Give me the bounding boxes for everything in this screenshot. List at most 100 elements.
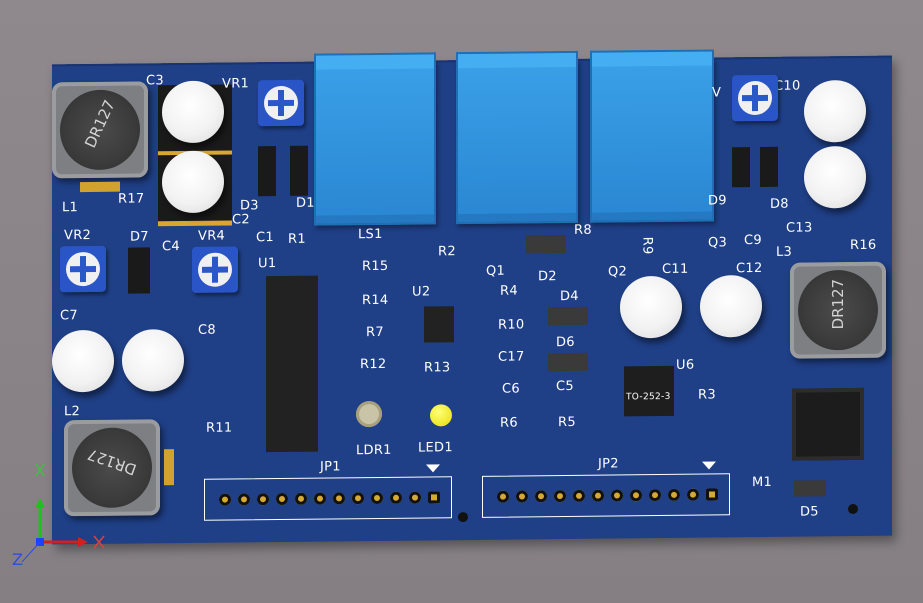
label-l1: L1 (62, 200, 79, 216)
label-l3: L3 (776, 244, 793, 260)
label-d6: D6 (556, 334, 575, 351)
diode-d2[interactable] (526, 235, 566, 254)
label-r14: R14 (362, 292, 389, 309)
diode-d6[interactable] (548, 352, 588, 372)
axis-z-label: Z (12, 550, 23, 569)
label-vr3-v: V (712, 85, 722, 101)
label-d3: D3 (240, 198, 259, 214)
mounting-hole-1 (458, 512, 468, 523)
axes-gizmo-svg (21, 463, 105, 563)
ic-u2[interactable] (424, 306, 454, 343)
label-r15: R15 (362, 258, 389, 275)
label-d4: D4 (560, 288, 579, 305)
label-d7: D7 (130, 229, 149, 245)
inductor-l3-marking: DR127 (829, 278, 847, 330)
diode-d3[interactable] (258, 146, 276, 197)
diode-d5[interactable] (794, 480, 826, 497)
label-c7: C7 (60, 308, 78, 324)
label-r16: R16 (850, 237, 877, 254)
diode-d7[interactable] (128, 247, 150, 294)
label-r4: R4 (500, 283, 518, 299)
label-vr2: VR2 (64, 227, 92, 244)
label-c5: C5 (556, 378, 574, 395)
label-c12: C12 (736, 260, 763, 277)
label-to252: TO-252-3 (626, 391, 671, 403)
label-d2: D2 (538, 269, 557, 285)
label-jp2: JP2 (598, 456, 619, 472)
label-vr1: VR1 (222, 76, 250, 92)
mounting-hole-2 (848, 503, 858, 515)
label-c11: C11 (662, 261, 689, 278)
diode-d1[interactable] (290, 145, 308, 196)
capacitor-c13[interactable] (804, 145, 866, 209)
jp2-pin1-marker (702, 461, 716, 470)
label-c17: C17 (498, 349, 525, 365)
label-c4: C4 (162, 239, 180, 255)
label-c2: C2 (232, 212, 250, 228)
label-r17: R17 (118, 191, 145, 207)
trimpot-vr3[interactable] (732, 74, 778, 122)
header-jp2[interactable] (482, 473, 730, 518)
label-r6: R6 (500, 415, 518, 431)
label-ls1: LS1 (358, 226, 383, 243)
mosfet-m1[interactable] (792, 387, 864, 461)
diode-d8[interactable] (760, 146, 778, 187)
label-c6: C6 (502, 381, 520, 397)
label-d8: D8 (770, 196, 789, 212)
label-r7: R7 (366, 324, 384, 341)
label-r13: R13 (424, 360, 451, 376)
diode-d9[interactable] (732, 147, 750, 188)
capacitor-c7[interactable] (52, 329, 114, 393)
label-r3: R3 (698, 387, 716, 403)
label-u2: U2 (412, 284, 431, 300)
trimpot-vr1[interactable] (258, 79, 304, 127)
trimpot-vr2[interactable] (60, 245, 106, 293)
label-jp1: JP1 (320, 459, 341, 475)
ldr-sensor[interactable] (356, 400, 382, 428)
label-m1: M1 (752, 474, 773, 491)
capacitor-c3[interactable] (162, 80, 224, 144)
label-r10: R10 (498, 317, 525, 333)
label-c3: C3 (146, 73, 164, 89)
capacitor-c8[interactable] (122, 329, 184, 392)
capacitor-c10[interactable] (804, 79, 866, 143)
label-l2: L2 (64, 404, 81, 420)
label-led1: LED1 (418, 440, 453, 456)
pcb-board[interactable]: LS1 DR127 L1 DR127 L2 DR127 L3 C3 C2 C7 … (52, 49, 892, 545)
label-c1: C1 (256, 230, 274, 246)
relay-2[interactable] (456, 50, 578, 225)
capacitor-c11[interactable] (620, 275, 682, 339)
label-u1: U1 (258, 256, 277, 272)
label-d1: D1 (296, 195, 315, 211)
axes-gizmo: Z (6, 462, 116, 582)
trimpot-vr4[interactable] (192, 246, 238, 293)
relay-ls1[interactable] (314, 52, 436, 226)
capacitor-c12[interactable] (700, 274, 762, 338)
header-jp1[interactable] (204, 476, 452, 521)
label-r2: R2 (438, 244, 456, 260)
inductor-l1[interactable]: DR127 (52, 81, 148, 193)
label-q2: Q2 (608, 264, 628, 280)
label-r8: R8 (574, 222, 592, 238)
label-vr4: VR4 (198, 228, 226, 244)
inductor-l3[interactable]: DR127 (790, 261, 886, 359)
jp1-pin1-marker (426, 464, 440, 473)
label-c8: C8 (198, 322, 216, 338)
label-ldr1: LDR1 (356, 442, 392, 459)
label-r11: R11 (206, 420, 233, 436)
diode-d4[interactable] (548, 306, 588, 326)
led-yellow[interactable] (430, 404, 452, 427)
label-c9: C9 (744, 232, 762, 249)
label-r1: R1 (288, 231, 306, 247)
relay-3[interactable] (590, 49, 714, 223)
label-q3: Q3 (708, 235, 728, 251)
label-d5: D5 (800, 504, 819, 520)
label-r12: R12 (360, 356, 387, 373)
label-q1: Q1 (486, 263, 506, 279)
label-r5: R5 (558, 414, 576, 431)
label-r9: R9 (639, 236, 655, 255)
capacitor-c2[interactable] (162, 150, 224, 214)
label-d9: D9 (708, 193, 727, 209)
ic-u1[interactable] (266, 275, 318, 453)
